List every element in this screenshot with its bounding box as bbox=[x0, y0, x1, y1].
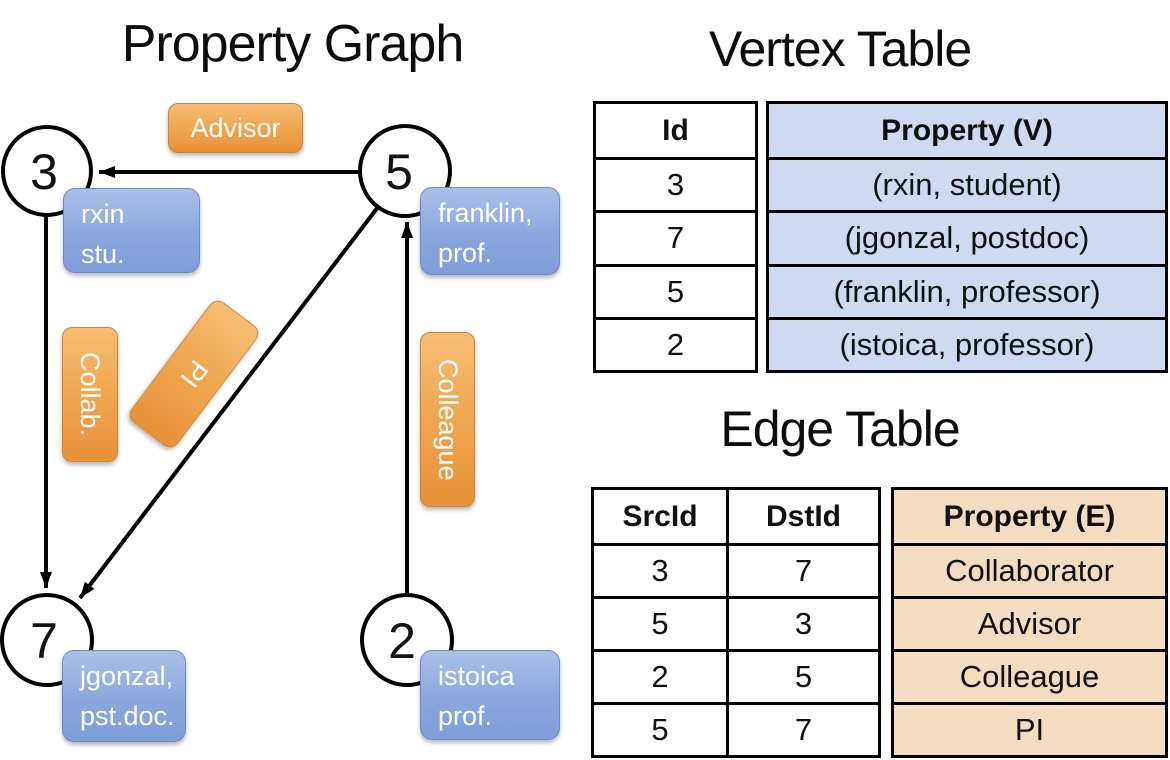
vertex-table-header-property: Property (V) bbox=[881, 113, 1053, 147]
edge-label-colleague: Colleague bbox=[420, 332, 475, 507]
vertex-property-cell: (jgonzal, postdoc) bbox=[769, 210, 1165, 263]
edge-src-cell: 3 bbox=[594, 543, 726, 596]
vertex-box-istoica: istoica prof. bbox=[420, 650, 560, 740]
vertex-box-line1: jgonzal, bbox=[80, 661, 174, 691]
vertex-table-property-column: Property (V) (rxin, student) (jgonzal, p… bbox=[766, 101, 1168, 373]
edge-dst-cell: 7 bbox=[726, 543, 878, 596]
edge-table-header-dstid: DstId bbox=[726, 490, 878, 543]
vertex-table-title: Vertex Table bbox=[708, 21, 972, 77]
node-id-7: 7 bbox=[30, 613, 58, 669]
vertex-box-line2: stu. bbox=[81, 239, 125, 269]
vertex-box-line2: prof. bbox=[438, 238, 493, 268]
edge-property-cell: Advisor bbox=[894, 596, 1165, 649]
edge-src-cell: 5 bbox=[594, 596, 726, 649]
vertex-property-cell: (franklin, professor) bbox=[769, 263, 1165, 317]
edge-table-header-property: Property (E) bbox=[943, 499, 1116, 533]
edge-dst-cell: 5 bbox=[726, 649, 878, 702]
vertex-box-jgonzal: jgonzal, pst.doc. bbox=[62, 650, 186, 742]
edge-table-header-srcid: SrcId bbox=[622, 499, 698, 533]
vertex-box-line1: rxin bbox=[81, 199, 125, 229]
edge-label-collab: Collab. bbox=[62, 327, 118, 462]
vertex-box-line2: prof. bbox=[438, 701, 493, 731]
edge-arrow-5-to-7 bbox=[78, 205, 380, 600]
vertex-table-header-id: Id bbox=[662, 113, 689, 147]
vertex-box-line1: franklin, bbox=[438, 198, 533, 228]
vertex-box-line1: istoica bbox=[438, 661, 515, 691]
node-id-2: 2 bbox=[388, 613, 416, 669]
edge-table-property-column: Property (E) Collaborator Advisor Collea… bbox=[891, 487, 1168, 758]
vertex-box-franklin: franklin, prof. bbox=[420, 187, 560, 275]
edge-property-cell: Collaborator bbox=[894, 543, 1165, 596]
vertex-id-cell: 5 bbox=[596, 263, 755, 317]
edge-property-cell: Colleague bbox=[894, 649, 1165, 702]
edge-property-cell: PI bbox=[894, 702, 1165, 755]
vertex-id-cell: 7 bbox=[596, 210, 755, 263]
edge-src-cell: 2 bbox=[594, 649, 726, 702]
node-id-5: 5 bbox=[385, 144, 413, 200]
vertex-box-line2: pst.doc. bbox=[80, 701, 175, 731]
vertex-box-rxin: rxin stu. bbox=[63, 188, 200, 273]
property-graph-title: Property Graph bbox=[121, 15, 465, 73]
vertex-id-cell: 3 bbox=[596, 157, 755, 210]
edge-dst-cell: 3 bbox=[726, 596, 878, 649]
vertex-property-cell: (rxin, student) bbox=[769, 157, 1165, 210]
vertex-id-cell: 2 bbox=[596, 316, 755, 370]
vertex-table-id-column: Id 3 7 5 2 bbox=[593, 101, 758, 373]
edge-label-advisor: Advisor bbox=[168, 103, 303, 153]
edge-dst-cell: 7 bbox=[726, 702, 878, 755]
edge-src-cell: 5 bbox=[594, 702, 726, 755]
node-id-3: 3 bbox=[30, 144, 58, 200]
edge-table-title: Edge Table bbox=[720, 401, 960, 457]
vertex-property-cell: (istoica, professor) bbox=[769, 316, 1165, 370]
edge-table-src-dst-columns: SrcId DstId 3 7 5 3 2 5 5 7 bbox=[591, 487, 881, 758]
